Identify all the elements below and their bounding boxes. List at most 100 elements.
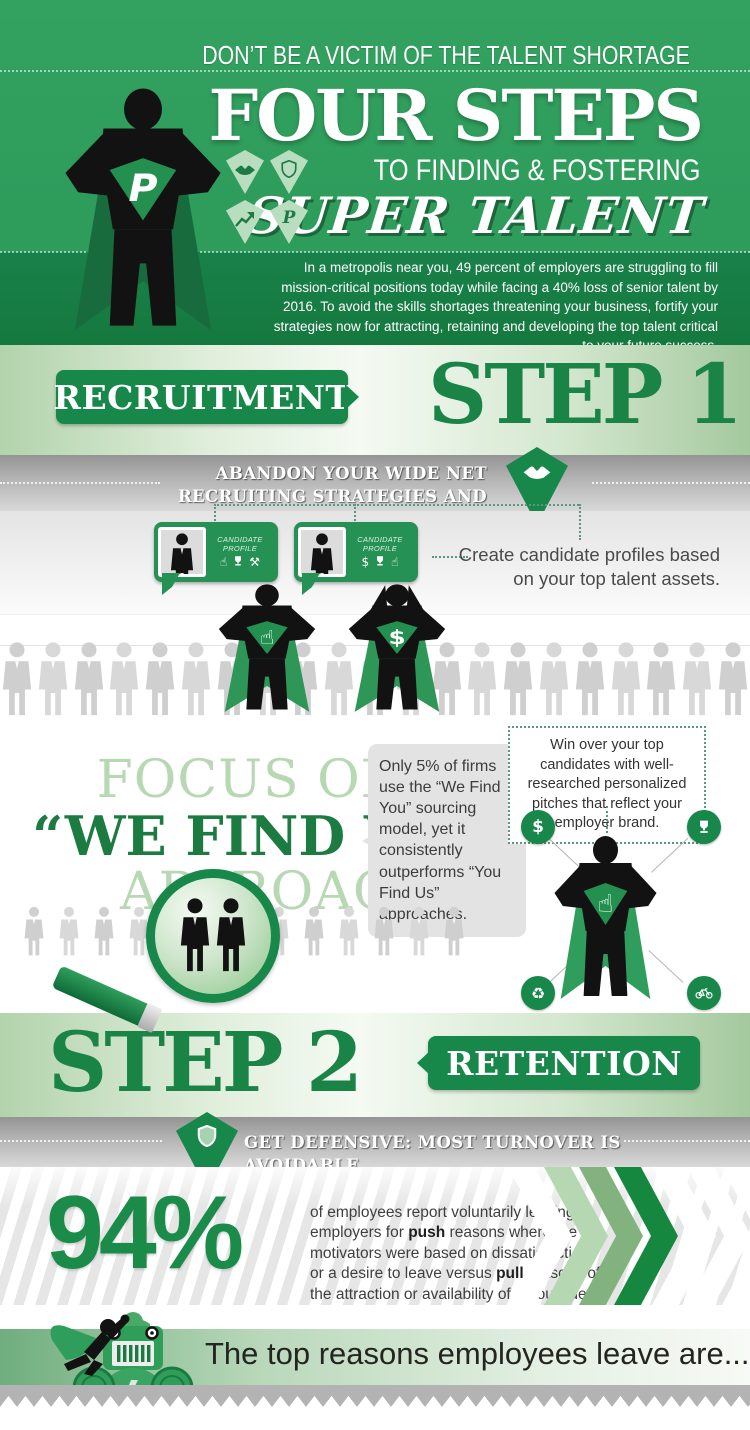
superhero-female-crowd: $ (338, 582, 456, 715)
header-tagline: DON’T BE A VICTIM OF THE TALENT SHORTAGE (202, 40, 690, 70)
page-script-title: SUPER TALENT (245, 186, 708, 245)
candidate-profile-card-female: CANDIDATE PROFILE $ ☝ (294, 522, 418, 595)
p-emblem-glyph: P (282, 208, 296, 228)
person-icon (409, 901, 429, 956)
recycle-glyph: ♻ (530, 983, 546, 1003)
person-icon (611, 628, 641, 716)
candidate-photo-male (158, 527, 206, 577)
handshake-icon (521, 460, 553, 487)
person-icon (2, 620, 32, 716)
svg-text:P: P (128, 167, 157, 210)
stat-value: 94% (46, 1175, 244, 1291)
banner2-dotted-right (624, 1140, 750, 1142)
page-subtitle: TO FINDING & FOSTERING (373, 154, 700, 187)
p-emblem-icon: P (270, 200, 308, 244)
person-icon (718, 620, 748, 716)
stat-push: push (408, 1224, 446, 1242)
dollar-glyph: $ (532, 817, 544, 837)
header-dotted-divider-bottom (0, 251, 750, 253)
header-dotted-divider-top (0, 70, 750, 72)
banner1-dotted-left (0, 482, 160, 484)
sawtooth-edge (0, 1385, 750, 1407)
retention-tag: RETENTION (417, 1036, 700, 1090)
banner2-dotted-left (0, 1140, 162, 1142)
step1-heading: STEP 1 (428, 347, 743, 443)
shield-icon (270, 150, 308, 194)
superhero-pitch: ☝ (543, 833, 668, 1003)
retention-label: RETENTION (446, 1043, 682, 1083)
person-icon (324, 628, 354, 716)
person-icon (24, 894, 44, 956)
candidate-profile-label: CANDIDATE PROFILE (217, 534, 263, 553)
fleeing-superhero-icon (44, 1314, 140, 1378)
recycle-circle-icon: ♻ (521, 976, 555, 1010)
person-icon (59, 901, 79, 956)
recruitment-tag: RECRUITMENT (53, 370, 359, 424)
tools-icon: ⚒ (249, 555, 261, 569)
svg-text:☝: ☝ (260, 626, 275, 649)
crowd-row (2, 616, 748, 716)
person-icon (129, 901, 149, 956)
stat-t1: of employees report voluntarily leaving … (310, 1204, 575, 1242)
candidate-asset-icons: $ ☝ (362, 555, 399, 570)
person-icon (444, 894, 464, 956)
person-icon (646, 620, 676, 716)
candidate-profile-card-male: CANDIDATE PROFILE ☝ ⚒ (154, 522, 278, 595)
profiles-note: Create candidate profiles based on your … (458, 544, 720, 590)
magnifier-lens (146, 869, 280, 1003)
person-icon (145, 620, 175, 716)
pointing-hand-icon: ☝ (219, 555, 228, 569)
page-title: FOUR STEPS (208, 74, 704, 157)
person-icon (467, 628, 497, 716)
superhero-male-crowd: ☝ (208, 582, 326, 715)
person-icon (216, 896, 246, 977)
candidate-profile-label: CANDIDATE PROFILE (357, 534, 403, 553)
footer-text: The top reasons employees leave are... (205, 1336, 750, 1371)
person-icon (432, 620, 462, 716)
person-icon (94, 894, 114, 956)
svg-text:☝: ☝ (598, 889, 614, 918)
recruitment-label: RECRUITMENT (53, 377, 351, 417)
person-icon (575, 620, 605, 716)
stat-pull: pull (496, 1265, 524, 1283)
dollar-icon: $ (361, 555, 370, 569)
speech-bubble: Only 5% of firms use the “We Find You” s… (362, 744, 526, 937)
banner1-dotted-right (592, 482, 750, 484)
person-icon (38, 628, 68, 716)
connector-card2 (354, 504, 356, 524)
person-icon (181, 628, 211, 716)
connector-right (579, 504, 581, 540)
person-icon (374, 894, 394, 956)
person-icon (539, 628, 569, 716)
shield-icon (191, 1124, 223, 1152)
connector-card1 (214, 504, 216, 524)
robot-icon (58, 1310, 208, 1388)
connector-note (432, 556, 468, 558)
card-content: CANDIDATE PROFILE ☝ ⚒ (206, 535, 274, 570)
person-icon (339, 901, 359, 956)
connector-pitch (606, 806, 608, 833)
candidate-photo-female (298, 527, 346, 577)
dollar-circle-icon: $ (521, 810, 555, 844)
person-icon (682, 628, 712, 716)
stats-section: 94% of employees report voluntarily leav… (0, 1167, 750, 1305)
trophy-icon (374, 555, 386, 570)
bicycle-circle-icon (687, 976, 721, 1010)
step2-heading: STEP 2 (48, 1015, 363, 1111)
trophy-icon (232, 555, 244, 570)
intro-paragraph: In a metropolis near you, 49 percent of … (273, 260, 718, 353)
svg-text:$: $ (388, 626, 405, 649)
candidate-asset-icons: ☝ ⚒ (220, 555, 260, 570)
person-icon (74, 620, 104, 716)
header-shield-grid: P (226, 150, 308, 244)
handshake-icon (226, 150, 264, 194)
connector-top (214, 504, 579, 506)
superhero-figure-large: P (48, 84, 238, 336)
growth-arrow-icon (226, 200, 264, 244)
person-icon (109, 628, 139, 716)
person-icon (304, 894, 324, 956)
person-icon (180, 896, 210, 977)
person-icon (503, 620, 533, 716)
card-content: CANDIDATE PROFILE $ ☝ (346, 535, 414, 570)
